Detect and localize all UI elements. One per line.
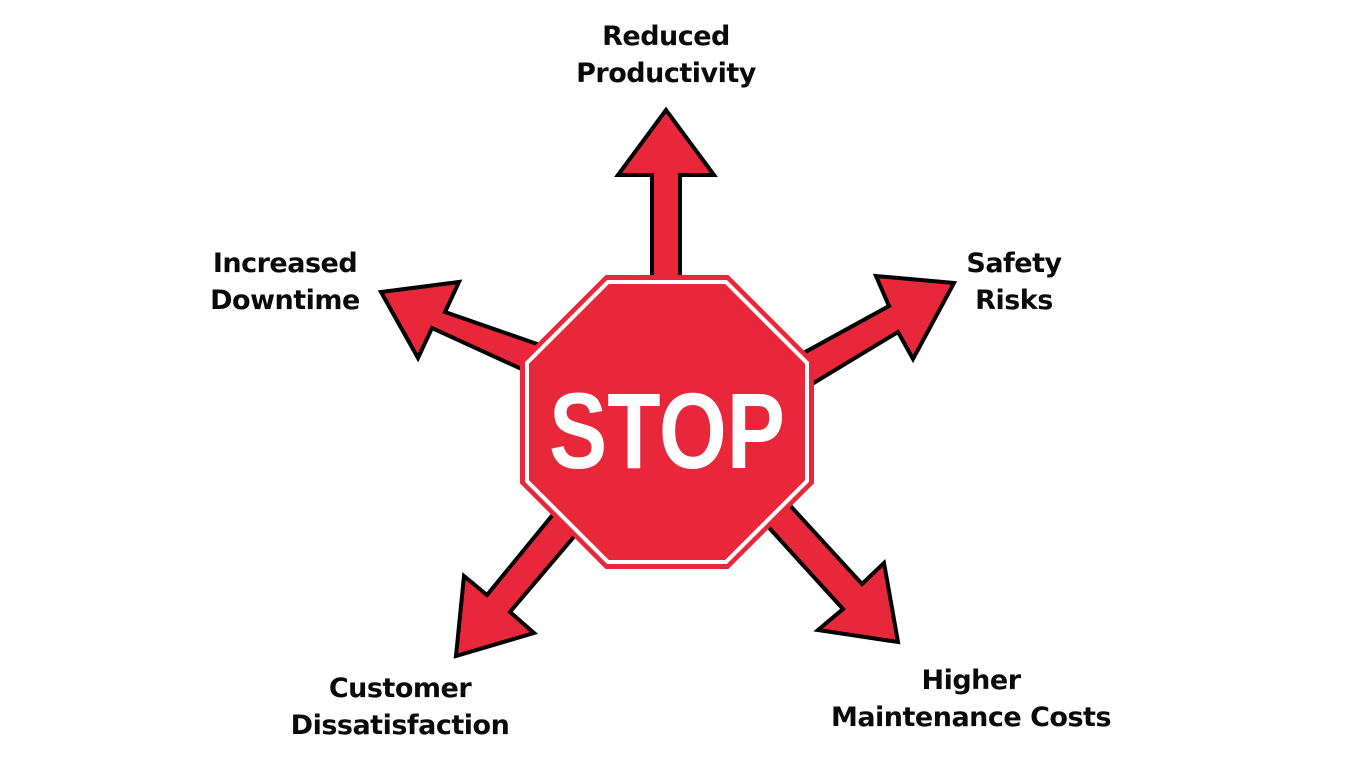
label-reduced-productivity: Reduced Productivity xyxy=(566,18,766,92)
label-higher-maintenance-costs: Higher Maintenance Costs xyxy=(826,662,1116,736)
arrow-upper-right xyxy=(795,273,958,387)
label-line: Maintenance Costs xyxy=(830,702,1112,733)
arrow-upper-left xyxy=(377,279,543,375)
stop-sign-border xyxy=(525,280,809,564)
label-safety-risks: Safety Risks xyxy=(944,245,1084,319)
arrows-group xyxy=(377,106,958,659)
label-line: Customer xyxy=(328,673,472,704)
stop-sign: STOP xyxy=(520,275,814,569)
label-line: Risks xyxy=(975,285,1053,316)
label-line: Reduced xyxy=(602,21,730,52)
label-line: Downtime xyxy=(210,285,360,316)
stop-sign-outer xyxy=(520,275,814,569)
label-customer-dissatisfaction: Customer Dissatisfaction xyxy=(280,670,520,744)
arrow-lower-right xyxy=(759,497,901,645)
stop-sign-text: STOP xyxy=(549,370,785,491)
label-line: Safety xyxy=(966,248,1062,279)
label-line: Dissatisfaction xyxy=(290,710,510,741)
label-increased-downtime: Increased Downtime xyxy=(195,245,375,319)
label-line: Higher xyxy=(921,665,1021,696)
label-line: Increased xyxy=(212,248,358,279)
label-line: Productivity xyxy=(576,58,756,89)
arrow-up xyxy=(614,106,718,287)
arrow-lower-left xyxy=(453,509,581,659)
